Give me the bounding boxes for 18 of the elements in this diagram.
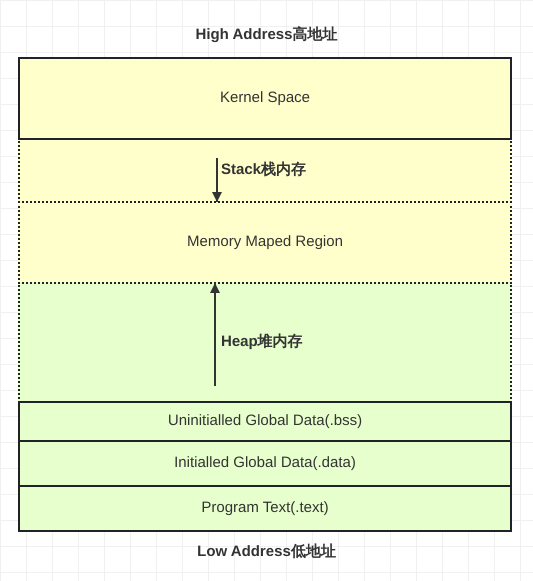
arrow: [212, 158, 222, 202]
region-label: Heap堆内存: [221, 332, 303, 352]
diagram-title: High Address高地址: [194, 25, 338, 45]
memory-region-box: [18, 401, 512, 442]
memory-region-box: [18, 440, 512, 487]
memory-region-box: [18, 485, 512, 532]
address-label: Low Address低地址: [196, 542, 337, 562]
memory-region-box: [18, 201, 512, 284]
memory-region-box: [18, 57, 512, 140]
region-label: Uninitialled Global Data(.bss): [168, 411, 362, 432]
region-label: Program Text(.text): [201, 498, 329, 518]
region-label: Kernel Space: [220, 88, 310, 108]
region-label: Memory Maped Region: [187, 232, 343, 252]
memory-region-box: [18, 138, 512, 203]
region-label: Stack栈内存: [221, 160, 306, 180]
memory-region-box: [18, 282, 512, 403]
region-label: Initialled Global Data(.data): [174, 453, 356, 474]
arrow: [210, 283, 220, 386]
